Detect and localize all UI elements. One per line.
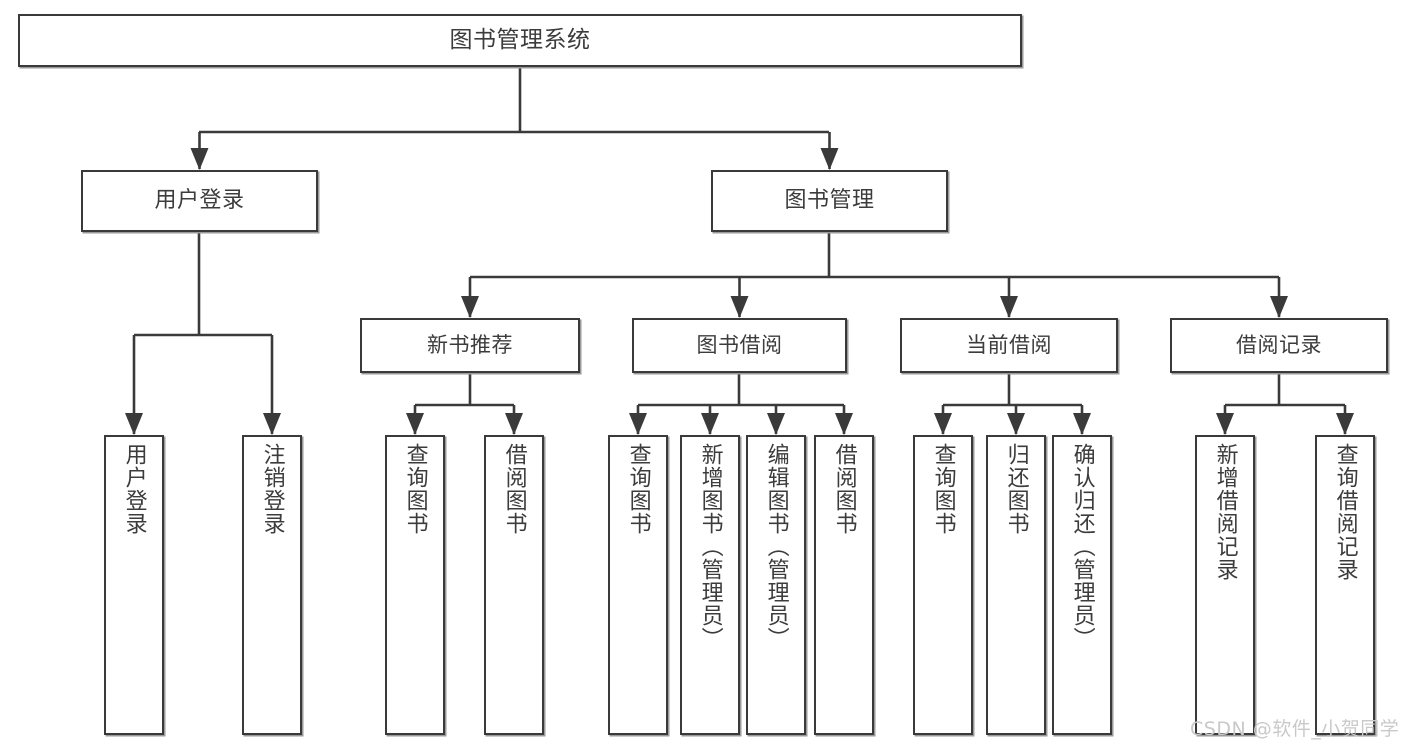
node-label-root: 图书管理系统	[449, 26, 591, 53]
arrow-head-icon-leaf-return-book	[1007, 413, 1025, 435]
node-label-login: 用户登录	[154, 188, 245, 214]
node-leaf-query-record[interactable]: 查询借阅记录	[1315, 435, 1375, 735]
arrow-head-icon-leaf-borrow-book-1	[505, 413, 523, 435]
arrow-head-icon-current	[1000, 296, 1018, 318]
arrow-head-icon-bookmgmt	[820, 148, 839, 170]
node-label-leaf-return-book: 归还图书	[1003, 443, 1029, 535]
node-label-leaf-add-record: 新增借阅记录	[1212, 443, 1238, 581]
node-label-leaf-query-book-1: 查询图书	[402, 443, 428, 535]
node-borrow[interactable]: 图书借阅	[632, 318, 847, 373]
node-label-record: 借阅记录	[1236, 333, 1322, 358]
node-label-leaf-add-book: 新增图书（管理员）	[697, 443, 723, 650]
arrow-head-icon-leaf-confirm-return	[1073, 413, 1091, 435]
arrow-head-icon-leaf-add-book	[701, 413, 719, 435]
node-leaf-query-book-1[interactable]: 查询图书	[385, 435, 445, 735]
arrow-head-icon-leaf-query-book-2	[629, 413, 647, 435]
node-leaf-borrow-book-1[interactable]: 借阅图书	[484, 435, 544, 735]
node-label-current: 当前借阅	[966, 333, 1052, 358]
node-label-bookmgmt: 图书管理	[784, 188, 875, 214]
node-record[interactable]: 借阅记录	[1170, 318, 1388, 373]
arrow-head-icon-leaf-logout	[263, 413, 281, 435]
node-label-leaf-query-record: 查询借阅记录	[1332, 443, 1358, 581]
node-leaf-query-book-3[interactable]: 查询图书	[913, 435, 973, 735]
arrow-head-icon-leaf-query-book-1	[406, 413, 424, 435]
node-leaf-add-record[interactable]: 新增借阅记录	[1195, 435, 1255, 735]
node-label-newbook: 新书推荐	[427, 333, 513, 358]
node-login[interactable]: 用户登录	[81, 170, 318, 232]
node-leaf-add-book[interactable]: 新增图书（管理员）	[680, 435, 740, 735]
arrow-head-icon-leaf-edit-book	[767, 413, 785, 435]
node-leaf-logout[interactable]: 注销登录	[242, 435, 302, 735]
csdn-watermark: CSDN @软件_小贺同学	[1190, 718, 1400, 740]
node-leaf-borrow-book-2[interactable]: 借阅图书	[814, 435, 874, 735]
arrow-head-icon-leaf-query-book-3	[934, 413, 952, 435]
node-leaf-query-book-2[interactable]: 查询图书	[608, 435, 668, 735]
node-bookmgmt[interactable]: 图书管理	[711, 170, 948, 232]
arrow-head-icon-newbook	[461, 296, 479, 318]
node-label-leaf-borrow-book-1: 借阅图书	[501, 443, 527, 535]
node-current[interactable]: 当前借阅	[900, 318, 1118, 373]
node-root[interactable]: 图书管理系统	[18, 14, 1022, 67]
node-leaf-confirm-return[interactable]: 确认归还（管理员）	[1052, 435, 1112, 735]
node-label-leaf-query-book-3: 查询图书	[930, 443, 956, 535]
node-label-leaf-user-login: 用户登录	[121, 443, 147, 535]
node-leaf-edit-book[interactable]: 编辑图书（管理员）	[746, 435, 806, 735]
arrow-head-icon-leaf-user-login	[125, 413, 143, 435]
arrow-head-icon-leaf-add-record	[1216, 413, 1234, 435]
arrow-head-icon-login	[190, 148, 209, 170]
arrow-head-icon-leaf-query-record	[1336, 413, 1354, 435]
node-label-borrow: 图书借阅	[696, 333, 783, 358]
arrow-head-icon-borrow	[730, 296, 749, 318]
arrow-head-icon-record	[1270, 296, 1288, 318]
node-label-leaf-query-book-2: 查询图书	[625, 443, 651, 535]
arrow-head-icon-leaf-borrow-book-2	[835, 413, 853, 435]
node-label-leaf-logout: 注销登录	[259, 443, 285, 535]
node-label-leaf-borrow-book-2: 借阅图书	[831, 443, 857, 535]
node-label-leaf-edit-book: 编辑图书（管理员）	[763, 443, 789, 650]
node-label-leaf-confirm-return: 确认归还（管理员）	[1069, 443, 1095, 650]
node-leaf-return-book[interactable]: 归还图书	[986, 435, 1046, 735]
node-newbook[interactable]: 新书推荐	[360, 318, 580, 373]
node-leaf-user-login[interactable]: 用户登录	[104, 435, 164, 735]
